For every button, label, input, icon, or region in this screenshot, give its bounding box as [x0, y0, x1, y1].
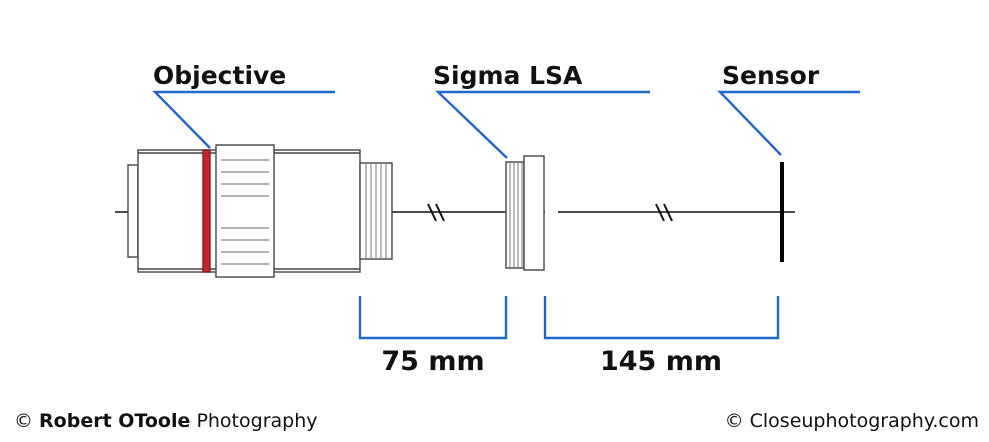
lsa-thread-lines: [509, 162, 523, 268]
objective-callout-line: [152, 90, 335, 149]
knurl-ridges: [221, 159, 269, 265]
sensor-label: Sensor: [722, 61, 820, 90]
objective-label: Objective: [153, 61, 286, 90]
lsa-callout-line: [435, 90, 650, 159]
lsa-label: Sigma LSA: [433, 61, 583, 90]
photographer-name: Robert OToole: [39, 410, 191, 432]
copyright-symbol-right: ©: [724, 410, 744, 432]
copyright-website: © Closeuphotography.com: [725, 410, 979, 432]
objective-knurled-ring: [215, 144, 275, 278]
optical-setup-diagram: Objective Sigma LSA Sensor 75 mm 145 mm: [115, 61, 860, 377]
copyright-photographer: © Robert OToole Photography: [14, 410, 318, 432]
dimension-bracket-145: [543, 296, 780, 340]
lsa-flange: [523, 155, 545, 271]
photographer-suffix: Photography: [196, 410, 318, 432]
copyright-symbol: ©: [14, 410, 33, 432]
axis-break-marks: [427, 203, 673, 222]
website-name: Closeuphotography.com: [749, 410, 979, 432]
objective-thread-lines: [365, 163, 387, 259]
sigma-lsa-adapter: [505, 155, 545, 271]
objective-red-ring: [202, 149, 211, 273]
dimension-label-75: 75 mm: [381, 346, 484, 377]
dimension-bracket-75: [358, 296, 508, 340]
sensor-callout-line: [717, 90, 860, 156]
objective-lens: [127, 144, 393, 278]
dimension-label-145: 145 mm: [600, 346, 722, 377]
lsa-thread: [505, 161, 525, 269]
objective-front-element: [127, 164, 139, 258]
callout-leaders: [152, 90, 860, 159]
